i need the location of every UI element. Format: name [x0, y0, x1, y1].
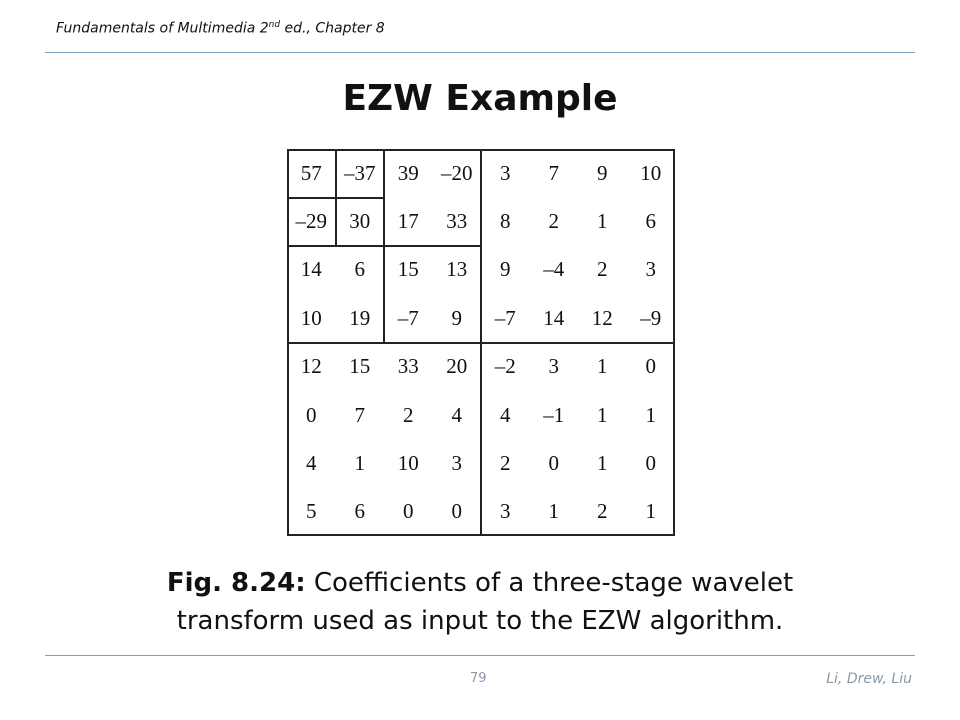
coefficient-cell: –29 — [295, 209, 328, 234]
coefficient-cell: 20 — [446, 354, 468, 379]
coefficient-cell: 17 — [397, 209, 419, 234]
slide-title: EZW Example — [342, 78, 618, 119]
coefficient-cell: 30 — [349, 209, 371, 234]
coefficient-cell: –37 — [344, 160, 376, 185]
coefficient-cell: 12 — [300, 354, 322, 379]
coefficient-cell: 2 — [500, 450, 511, 475]
coefficient-cell: 6 — [645, 209, 657, 234]
coefficient-cell: 5 — [306, 499, 317, 524]
coefficient-cell: –4 — [543, 257, 565, 282]
coefficient-cell: 9 — [500, 257, 511, 282]
coefficient-cell: 0 — [645, 450, 657, 475]
footer-authors: Li, Drew, Liu — [826, 671, 912, 687]
coefficient-cell: 9 — [597, 160, 608, 185]
coefficient-cell: 9 — [451, 305, 463, 330]
coefficient-cell: 1 — [645, 402, 657, 427]
coefficient-cell: 3 — [548, 354, 560, 379]
coefficient-cell: 14 — [300, 257, 322, 282]
book-title: Fundamentals of Multimedia 2 — [56, 20, 269, 37]
caption-line-1: Fig. 8.24: Coefficients of a three-stage… — [0, 564, 960, 602]
coefficient-cell: 6 — [354, 499, 366, 524]
coefficient-cell: 1 — [597, 450, 608, 475]
coefficient-cell: 0 — [451, 499, 463, 524]
coefficient-cell: –1 — [543, 402, 565, 427]
coefficient-cell: –9 — [640, 305, 662, 330]
coefficient-cell: 3 — [500, 499, 511, 524]
edition-superscript: nd — [268, 20, 281, 30]
coefficient-cell: 8 — [500, 209, 511, 234]
coefficient-cell: 39 — [397, 160, 419, 185]
coefficient-cell: 0 — [548, 450, 560, 475]
coefficient-cell: 3 — [645, 257, 657, 282]
book-chapter-header: Fundamentals of Multimedia 2nd ed., Chap… — [56, 20, 385, 37]
coefficient-cell: 33 — [446, 209, 468, 234]
coefficient-cell: 4 — [451, 402, 463, 427]
coefficient-cell: –20 — [441, 160, 473, 185]
coefficient-cell: 3 — [500, 160, 511, 185]
coefficient-cell: –7 — [494, 305, 516, 330]
coefficient-cell: 13 — [446, 257, 468, 282]
coefficient-cell: 15 — [397, 257, 419, 282]
coefficient-cell: 1 — [354, 450, 366, 475]
coefficient-cell: 1 — [548, 499, 560, 524]
coefficient-cell: 4 — [306, 450, 317, 475]
coefficient-cell: 4 — [500, 402, 511, 427]
coefficient-cell: 1 — [597, 354, 608, 379]
coefficient-cell: 57 — [300, 160, 322, 185]
coefficient-cell: –2 — [494, 354, 516, 379]
coefficient-cell: 0 — [306, 402, 317, 427]
coefficient-cell: 10 — [300, 305, 322, 330]
coefficient-cell: 2 — [597, 499, 608, 524]
coefficient-cell: 19 — [349, 305, 371, 330]
coefficient-cell: 7 — [354, 402, 366, 427]
coefficient-cell: 2 — [403, 402, 414, 427]
coefficient-cell: 3 — [451, 450, 463, 475]
caption-text-2: transform used as input to the EZW algor… — [176, 606, 784, 636]
figure-caption: Fig. 8.24: Coefficients of a three-stage… — [0, 564, 960, 640]
coefficient-cell: 0 — [403, 499, 414, 524]
coefficient-cell: 2 — [548, 209, 560, 234]
coefficient-cell: 1 — [597, 402, 608, 427]
coefficient-cell: 1 — [597, 209, 608, 234]
coefficient-cell: 10 — [397, 450, 419, 475]
coefficient-cell: 0 — [645, 354, 657, 379]
grid-lines — [287, 149, 675, 536]
coefficient-cell: 2 — [597, 257, 608, 282]
coefficient-cell: 10 — [640, 160, 662, 185]
page-number: 79 — [470, 671, 487, 686]
coefficient-cell: 14 — [543, 305, 565, 330]
coefficient-cell: 7 — [548, 160, 560, 185]
caption-text-1: Coefficients of a three-stage wavelet — [305, 568, 794, 598]
chapter-label: ed., Chapter 8 — [280, 20, 385, 37]
coefficient-cell: 15 — [349, 354, 371, 379]
coefficient-cell: 33 — [397, 354, 419, 379]
coefficient-cell: 1 — [645, 499, 657, 524]
caption-figure-label: Fig. 8.24: — [166, 568, 306, 598]
coefficient-cell: 6 — [354, 257, 366, 282]
header-divider — [45, 52, 915, 53]
coefficient-cell: –7 — [397, 305, 419, 330]
coefficient-cell: 12 — [591, 305, 613, 330]
footer-divider — [45, 655, 915, 656]
